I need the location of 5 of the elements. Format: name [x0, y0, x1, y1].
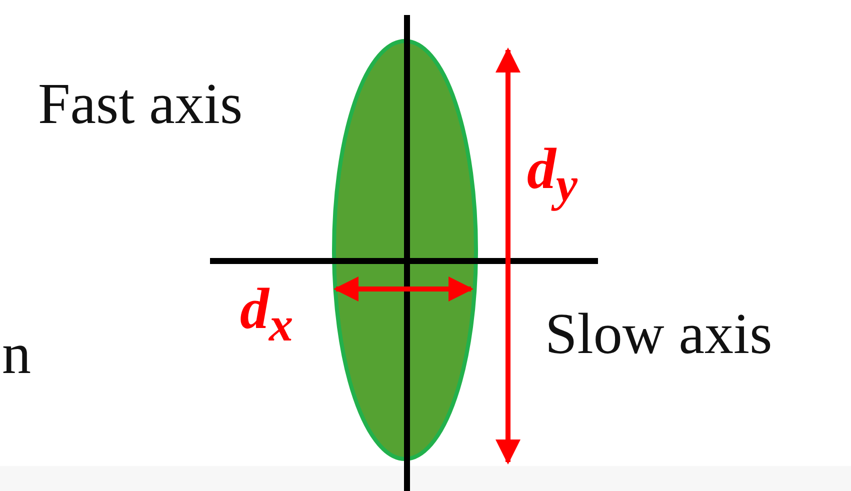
axis-label: Slow axis [545, 305, 772, 363]
dimension-label: d$_{y}$ [527, 140, 578, 210]
dimension-label: d$_{x}$ [240, 280, 294, 350]
axis-label: Fast axis [38, 75, 243, 133]
text-fragment: n [2, 325, 31, 383]
